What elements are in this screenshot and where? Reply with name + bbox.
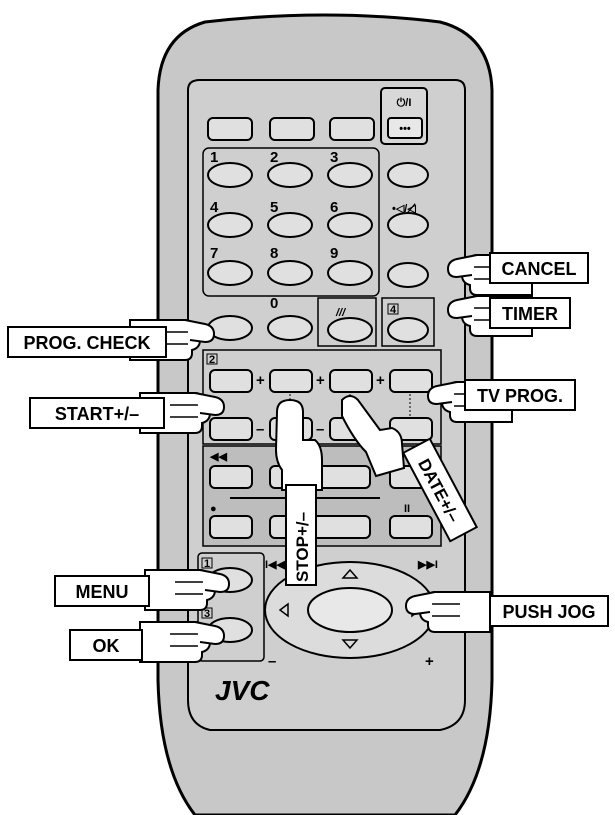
power-button-dots: ••• [399,123,411,135]
prog-btn-a3[interactable] [329,369,373,393]
pause-button[interactable] [389,515,433,539]
num-2: 2 [270,149,278,166]
num-3: 3 [330,149,338,166]
callout-start: START+/– [29,392,225,434]
slash-key[interactable] [327,317,373,343]
num-5: 5 [270,199,278,216]
jog-minus: – [268,653,276,670]
record-button[interactable] [209,515,253,539]
box-label-3: 3 [204,608,210,620]
callout-tv-prog-label: TV PROG. [477,386,563,406]
plus-3: + [376,372,385,389]
minus-1: – [256,421,264,438]
cancel-key[interactable] [387,262,429,288]
jog-center[interactable] [307,587,393,633]
callout-menu: MENU [54,569,230,611]
key-2[interactable] [267,162,313,188]
key-1[interactable] [207,162,253,188]
power-button[interactable] [387,117,423,139]
jog-plus: + [425,653,434,670]
prog-btn-b1[interactable] [209,417,253,441]
callout-cancel: CANCEL [447,252,589,296]
callout-menu-label: MENU [76,582,129,602]
callout-timer: TIMER [447,295,571,337]
jog-left-arrow-icon [278,602,289,618]
key-4[interactable] [207,212,253,238]
next-label: ▶▶I [417,559,438,571]
box-label-1: 1 [204,558,210,570]
minus-2: – [316,421,324,438]
callout-start-label: START+/– [55,404,139,424]
num-8: 8 [270,245,278,262]
top-button-2[interactable] [269,117,315,141]
power-label: ⏻/I [397,96,412,109]
plus-2: + [316,372,325,389]
rewind-label: ◀◀ [209,451,227,463]
prog-btn-a2[interactable] [269,369,313,393]
callout-push-jog-label: PUSH JOG [502,602,595,622]
top-buttons: ⏻/I ••• [207,87,428,145]
box-label-2: 2 [209,354,215,366]
key-6[interactable] [327,212,373,238]
prog-btn-a1[interactable] [209,369,253,393]
pause-label: II [404,503,410,515]
key-8[interactable] [267,260,313,286]
callout-prog-check-label: PROG. CHECK [23,333,150,353]
mute-key[interactable] [387,212,429,238]
top-button-1[interactable] [207,117,253,141]
side-key-top[interactable] [387,162,429,188]
callout-timer-label: TIMER [502,304,558,324]
key-7[interactable] [207,260,253,286]
brand-logo: JVC [215,675,270,706]
timer-key[interactable] [387,317,429,343]
plus-1: + [256,372,265,389]
num-9: 9 [330,245,338,262]
box-label-4: 4 [390,304,397,316]
key-5[interactable] [267,212,313,238]
keypad-area: 1 2 3 4 5 6 •◁/◁̸ 7 8 9 0 /// 4 [202,147,435,347]
jog-up-arrow-icon [341,568,359,579]
callout-prog-check: PROG. CHECK [7,319,215,361]
callout-tv-prog: TV PROG. [427,379,576,423]
key-9[interactable] [327,260,373,286]
callout-stop-label: STOP+/– [293,512,312,582]
callout-date: DATE+/– [341,395,479,543]
prog-btn-a4[interactable] [389,369,433,393]
num-7: 7 [210,245,218,262]
callout-ok: OK [69,621,225,663]
num-0: 0 [270,295,278,312]
record-label: ● [210,503,217,515]
key-3[interactable] [327,162,373,188]
callout-stop: STOP+/– [274,398,323,586]
top-button-3[interactable] [329,117,375,141]
num-1: 1 [210,149,218,166]
mute-label: •◁/◁̸ [392,203,416,215]
key-0[interactable] [267,315,313,341]
num-4: 4 [210,199,219,216]
num-6: 6 [330,199,338,216]
rewind-button[interactable] [209,465,253,489]
slash-label: /// [335,307,347,319]
callout-ok-label: OK [93,636,120,656]
callout-cancel-label: CANCEL [502,259,577,279]
prev-label: I◀◀ [265,559,286,571]
callout-push-jog: PUSH JOG [405,591,609,633]
jog-down-arrow-icon [341,639,359,650]
